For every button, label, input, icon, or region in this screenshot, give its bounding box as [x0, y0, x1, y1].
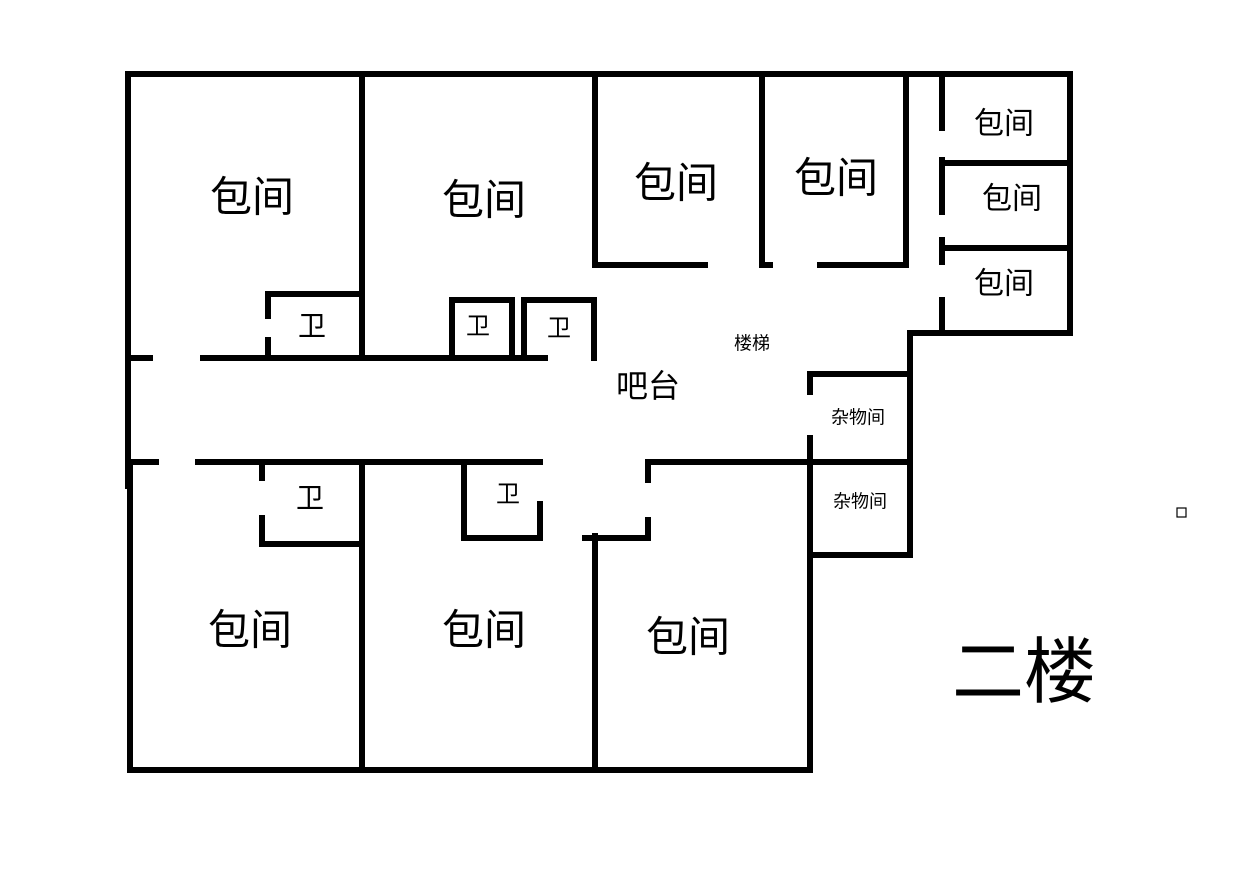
- wc-box-lower-left-2: [259, 515, 361, 547]
- walls: [125, 71, 1073, 773]
- washroom-label: 卫: [466, 312, 490, 340]
- wc-box-upper-mid: [449, 297, 515, 359]
- private-room-label: 包间: [794, 154, 878, 203]
- private-room-label: 包间: [646, 613, 730, 662]
- washroom-label: 卫: [496, 480, 520, 508]
- divider-upper-4: [817, 71, 909, 268]
- washroom-label: 卫: [547, 314, 571, 342]
- room-labels: 包间 包间 包间 包间 包间 包间 包间 包间 包间 包间 卫 卫 卫 卫 卫 …: [208, 107, 1096, 715]
- washroom-label: 卫: [296, 482, 324, 515]
- wc-box-lower-mid: [461, 461, 543, 541]
- stairs-label: 楼梯: [734, 334, 770, 355]
- small-square-marker: [1176, 507, 1187, 518]
- divider-lower-2-top: [582, 517, 651, 541]
- divider-upper-3: [759, 71, 773, 268]
- private-room-label: 包间: [634, 159, 718, 208]
- private-room-label: 包间: [982, 182, 1042, 217]
- wc-box-upper-left: [265, 291, 361, 319]
- floor-label: 二楼: [952, 630, 1096, 714]
- private-room-label: 包间: [210, 173, 294, 222]
- private-room-label: 包间: [208, 606, 292, 655]
- private-room-label: 包间: [442, 176, 526, 225]
- private-room-label: 包间: [974, 107, 1034, 142]
- divider-upper-2: [592, 71, 708, 268]
- wc-box-upper-right: [521, 297, 597, 361]
- bar-label: 吧台: [616, 367, 680, 405]
- storage-label: 杂物间: [831, 408, 885, 429]
- private-room-label: 包间: [442, 606, 526, 655]
- private-room-label: 包间: [974, 267, 1034, 302]
- washroom-label: 卫: [298, 310, 326, 343]
- storage-label: 杂物间: [833, 492, 887, 513]
